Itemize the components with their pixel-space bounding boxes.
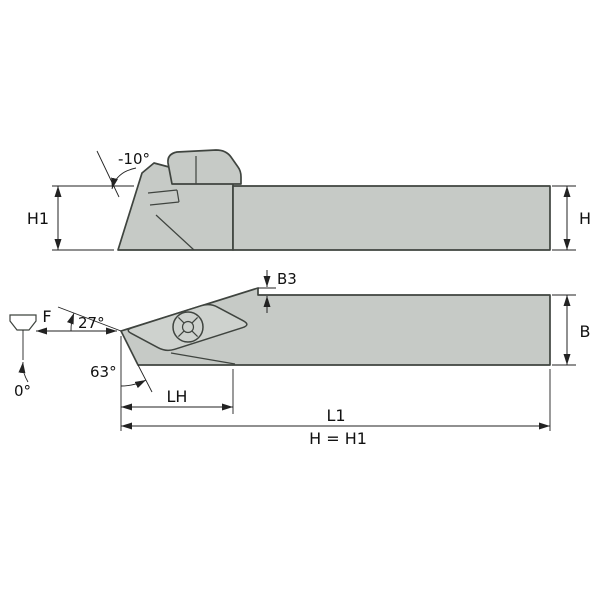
clamp-screw-slots: [177, 316, 199, 338]
rake-reference-line: [96, 150, 120, 198]
side-clamp: [167, 149, 242, 185]
tip-angle-annotation: 63°: [90, 363, 153, 393]
dimension-f: F: [36, 307, 117, 335]
clamp-screw-center: [181, 320, 195, 334]
h1-label: H1: [27, 209, 49, 228]
dimension-h: H: [552, 185, 591, 251]
side-shank: [232, 185, 551, 251]
l1-label: L1: [326, 406, 345, 425]
height-equality-note: H = H1: [309, 429, 367, 448]
rake-angle-annotation: -10°: [96, 150, 150, 198]
inclination-label: 0°: [14, 382, 31, 400]
insert-pocket-line: [170, 352, 236, 365]
inclination-leader: [18, 361, 29, 383]
dimension-lh: LH: [120, 336, 234, 414]
dimension-b: B: [552, 294, 591, 366]
insert-end-profile: [9, 314, 37, 331]
plan-view: B3 B F 27° 63°: [9, 270, 591, 448]
rake-angle-arc: [111, 167, 137, 190]
f-label: F: [42, 307, 51, 326]
h-label: H: [579, 209, 591, 228]
dimension-l1: L1: [120, 369, 551, 431]
side-head-details: [147, 156, 197, 251]
lh-label: LH: [167, 387, 188, 406]
tip-angle-label: 63°: [90, 363, 117, 381]
lead-angle-arc: [66, 312, 75, 332]
end-view-symbol: [9, 314, 37, 360]
rake-angle-label: -10°: [118, 150, 150, 168]
cutting-edge-extension: [57, 306, 122, 332]
dimension-b3: B3: [258, 270, 297, 313]
lead-angle-label: 27°: [78, 314, 105, 332]
b3-label: B3: [277, 270, 297, 288]
side-view: H1 H -10°: [27, 149, 591, 251]
b-label: B: [580, 322, 591, 341]
lower-edge-extension: [137, 364, 153, 393]
clamp-screw: [172, 311, 204, 343]
h-extension-lines: [552, 185, 576, 251]
tip-angle-arc: [120, 379, 147, 389]
inclination-annotation: 0°: [14, 361, 31, 400]
dimension-h1: H1: [27, 185, 134, 251]
h1-extension-lines: [52, 185, 134, 251]
b-extension-lines: [552, 294, 576, 366]
lead-angle-annotation: 27°: [57, 306, 122, 332]
